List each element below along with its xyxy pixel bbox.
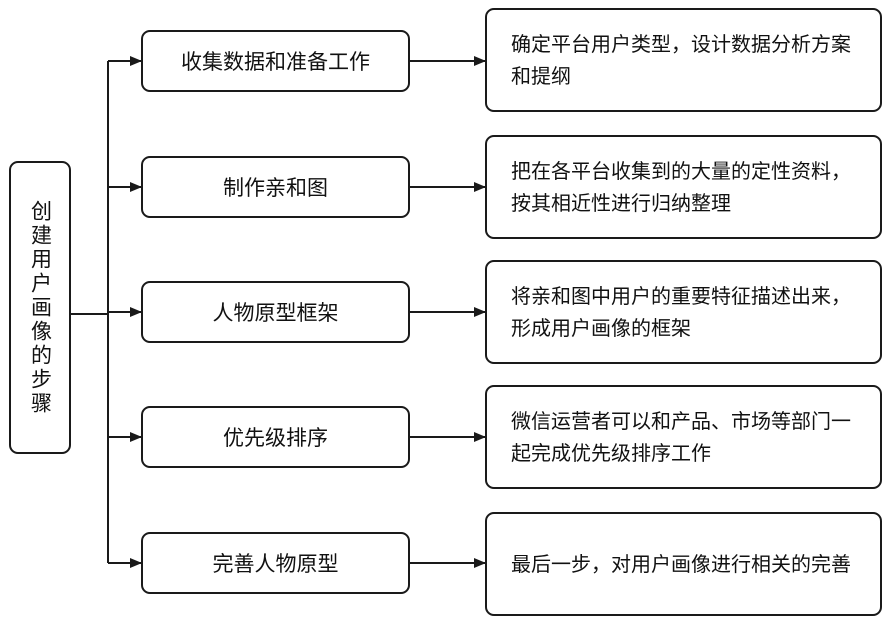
description-text: 微信运营者可以和产品、市场等部门一起完成优先级排序工作 bbox=[511, 409, 851, 465]
description-node-2: 把在各平台收集到的大量的定性资料，按其相近性进行归纳整理 bbox=[485, 135, 882, 239]
description-text: 把在各平台收集到的大量的定性资料，按其相近性进行归纳整理 bbox=[511, 159, 851, 215]
step-node-refine-persona: 完善人物原型 bbox=[141, 532, 410, 594]
step-label: 制作亲和图 bbox=[223, 176, 328, 200]
description-text: 确定平台用户类型，设计数据分析方案和提纲 bbox=[511, 32, 851, 88]
step-label: 优先级排序 bbox=[223, 426, 328, 450]
step-node-persona-framework: 人物原型框架 bbox=[141, 281, 410, 343]
description-text: 将亲和图中用户的重要特征描述出来，形成用户画像的框架 bbox=[511, 284, 851, 340]
step-node-prioritize: 优先级排序 bbox=[141, 406, 410, 468]
step-label: 收集数据和准备工作 bbox=[181, 50, 370, 74]
step-node-affinity-diagram: 制作亲和图 bbox=[141, 156, 410, 218]
root-title: 创建用户画像的步骤 bbox=[28, 199, 53, 416]
description-node-1: 确定平台用户类型，设计数据分析方案和提纲 bbox=[485, 8, 882, 112]
description-node-4: 微信运营者可以和产品、市场等部门一起完成优先级排序工作 bbox=[485, 385, 882, 489]
root-node: 创建用户画像的步骤 bbox=[9, 161, 71, 454]
description-node-3: 将亲和图中用户的重要特征描述出来，形成用户画像的框架 bbox=[485, 260, 882, 364]
step-node-collect-data: 收集数据和准备工作 bbox=[141, 30, 410, 92]
step-label: 完善人物原型 bbox=[212, 552, 339, 576]
description-node-5: 最后一步，对用户画像进行相关的完善 bbox=[485, 512, 882, 616]
step-label: 人物原型框架 bbox=[212, 301, 339, 325]
description-text: 最后一步，对用户画像进行相关的完善 bbox=[511, 552, 851, 576]
